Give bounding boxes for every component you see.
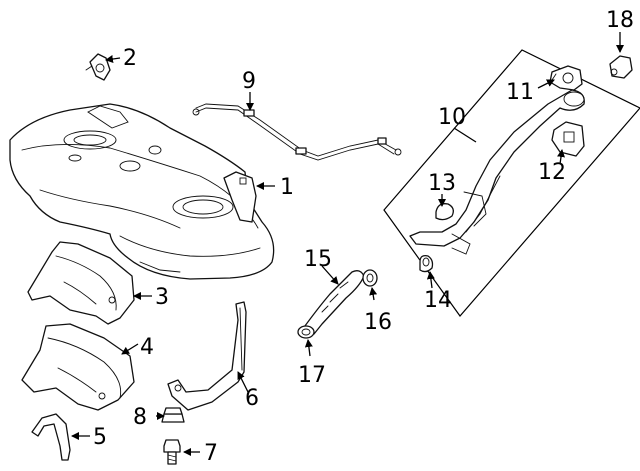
callout-17: 17	[298, 363, 326, 388]
callout-10: 10	[438, 105, 466, 130]
fuel-cap	[609, 55, 633, 79]
filler-grommet	[435, 203, 454, 221]
callout-14-leader	[426, 271, 435, 289]
tank-strap	[167, 301, 247, 411]
strap-nut	[161, 407, 185, 423]
callout-2-leader	[105, 55, 121, 63]
callout-17-leader	[304, 339, 313, 357]
vapor-line	[192, 103, 402, 161]
callout-3: 3	[155, 285, 169, 310]
callout-6: 6	[245, 386, 259, 411]
callout-18: 18	[606, 8, 634, 33]
callout-8: 8	[133, 405, 147, 430]
callout-4: 4	[140, 335, 154, 360]
heat-shield-upper	[27, 241, 135, 325]
hose-clamp-lower	[297, 325, 315, 339]
filler-assembly-outline	[383, 49, 640, 317]
callout-11: 11	[506, 80, 534, 105]
callout-7: 7	[204, 441, 218, 466]
filler-cap-housing	[549, 65, 583, 91]
callout-12: 12	[538, 160, 566, 185]
callout-5: 5	[93, 425, 107, 450]
callout-14: 14	[424, 288, 452, 313]
callout-1: 1	[280, 175, 294, 200]
strap-clip	[31, 413, 71, 461]
vent-valve	[85, 53, 111, 81]
tank-bracket	[223, 171, 257, 223]
filler-hose	[301, 270, 365, 335]
fuel-tank	[9, 103, 275, 280]
callout-16: 16	[364, 310, 392, 335]
heat-shield-lower	[21, 323, 135, 411]
callout-9: 9	[242, 69, 256, 94]
filler-neck	[409, 89, 585, 255]
callout-15-leader	[321, 265, 339, 285]
callout-16-leader	[369, 287, 378, 301]
hose-clamp-upper	[362, 269, 378, 287]
hose-clamp-small	[419, 254, 434, 273]
filler-bracket	[551, 121, 585, 157]
callout-4-leader	[121, 343, 139, 355]
callout-15: 15	[304, 247, 332, 272]
callout-13: 13	[428, 171, 456, 196]
strap-bolt	[163, 439, 181, 465]
callout-2: 2	[123, 46, 137, 71]
callout-10-leader	[453, 127, 477, 143]
callout-11-leader	[537, 79, 555, 89]
callout-6-leader	[237, 371, 249, 393]
callout-12-leader	[557, 149, 565, 165]
